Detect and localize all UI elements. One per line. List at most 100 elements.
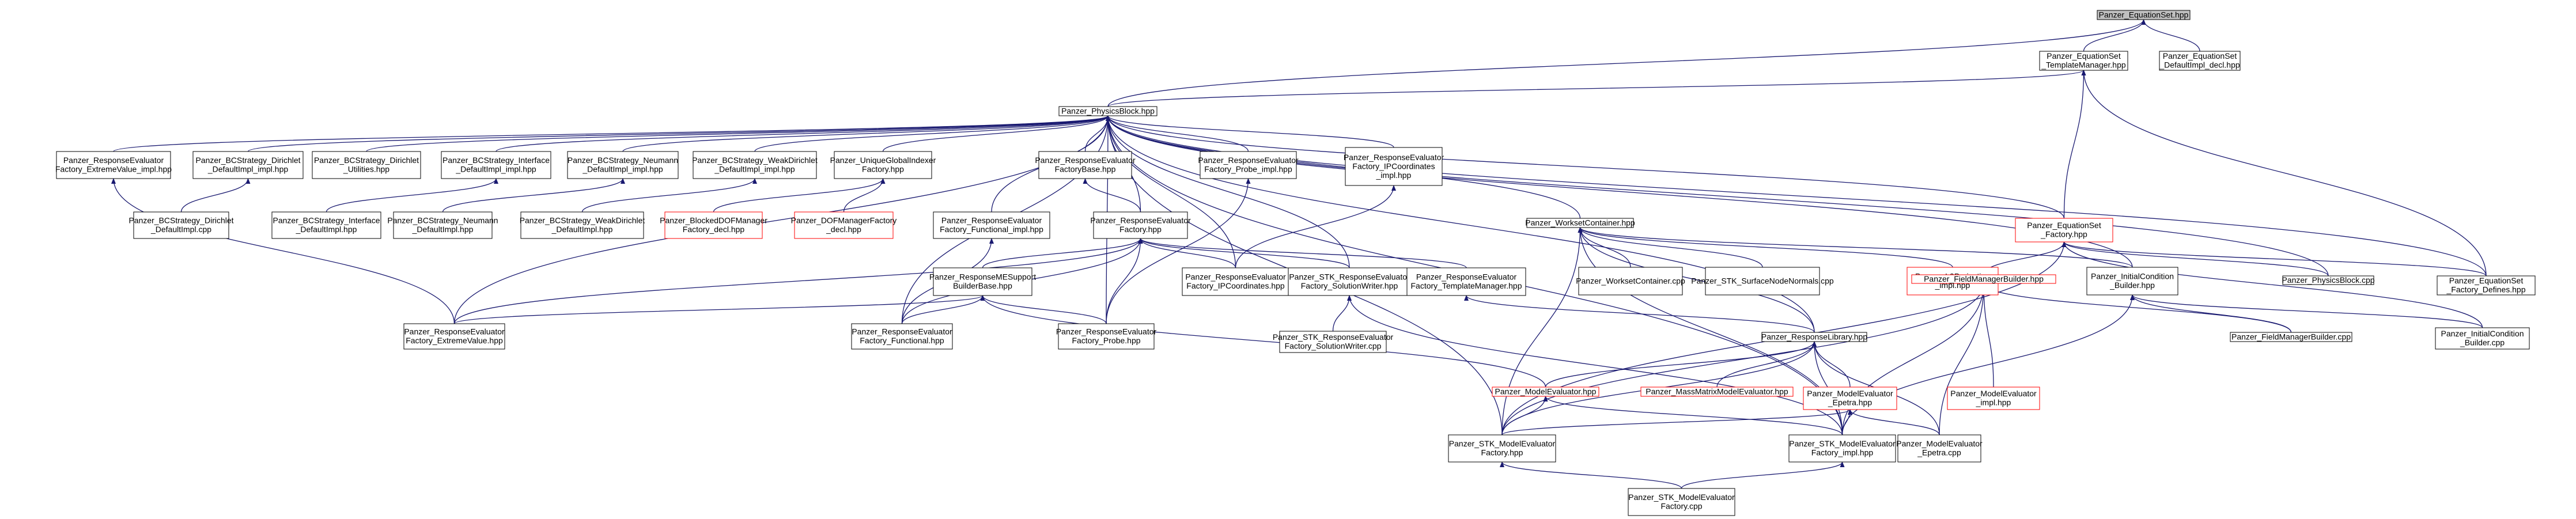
- node-box[interactable]: [1578, 267, 1683, 296]
- graph-node[interactable]: Panzer_ModelEvaluator_Epetra.hpp: [1803, 387, 1897, 410]
- node-box[interactable]: [1288, 267, 1411, 296]
- node-box[interactable]: [664, 211, 763, 239]
- node-box[interactable]: [2437, 275, 2536, 296]
- node-box[interactable]: [834, 151, 932, 179]
- graph-node[interactable]: Panzer_ResponseEvaluatorFactory_Template…: [1406, 267, 1526, 296]
- node-box[interactable]: [1947, 387, 2040, 410]
- graph-node[interactable]: Panzer_BCStrategy_Dirichlet_DefaultImpl.…: [128, 211, 234, 239]
- graph-node[interactable]: Panzer_PhysicsBlock.hpp: [1058, 106, 1158, 116]
- node-box[interactable]: [1093, 211, 1188, 239]
- node-box[interactable]: [1705, 267, 1820, 296]
- node-box[interactable]: [1803, 387, 1897, 410]
- node-box[interactable]: [1761, 332, 1867, 342]
- graph-node[interactable]: Panzer_STK_SurfaceNodeNormals.cpp: [1691, 267, 1834, 296]
- node-box[interactable]: [520, 211, 644, 239]
- node-box[interactable]: [1345, 147, 1443, 186]
- node-box[interactable]: [1492, 387, 1599, 397]
- node-box[interactable]: [1628, 488, 1735, 516]
- node-label: _Epetra.hpp: [1828, 398, 1872, 407]
- node-box[interactable]: [1911, 274, 2056, 284]
- node-box[interactable]: [567, 151, 679, 179]
- graph-node[interactable]: Panzer_WorksetContainer.hpp: [1525, 218, 1635, 228]
- node-box[interactable]: [2015, 218, 2113, 243]
- graph-node[interactable]: Panzer_ResponseEvaluatorFactory_IPCoordi…: [1344, 147, 1444, 186]
- node-box[interactable]: [393, 211, 493, 239]
- graph-node[interactable]: Panzer_DOFManagerFactory_decl.hpp: [791, 211, 897, 239]
- node-box[interactable]: [312, 151, 421, 179]
- graph-node[interactable]: Panzer_WorksetContainer.cpp: [1576, 267, 1685, 296]
- graph-node[interactable]: Panzer_ModelEvaluator_Epetra.cpp: [1896, 434, 1983, 463]
- node-box[interactable]: [192, 151, 304, 179]
- node-box[interactable]: [1058, 323, 1155, 350]
- node-box[interactable]: [56, 151, 171, 179]
- node-box[interactable]: [271, 211, 381, 239]
- graph-node[interactable]: Panzer_BCStrategy_Dirichlet_Utilities.hp…: [312, 151, 421, 179]
- graph-node[interactable]: Panzer_EquationSet_Factory_Defines.hpp: [2437, 275, 2536, 296]
- node-box[interactable]: [2097, 10, 2191, 20]
- node-box[interactable]: [1526, 218, 1634, 228]
- node-box[interactable]: [851, 323, 953, 350]
- graph-node[interactable]: Panzer_STK_ModelEvaluatorFactory_impl.hp…: [1788, 434, 1896, 463]
- node-box[interactable]: [933, 211, 1050, 239]
- node-box[interactable]: [1182, 267, 1289, 296]
- graph-node[interactable]: Panzer_STK_ResponseEvaluatorFactory_Solu…: [1273, 331, 1394, 353]
- node-box[interactable]: [1406, 267, 1526, 296]
- graph-node[interactable]: Panzer_ModelEvaluator.hpp: [1492, 387, 1599, 397]
- node-box[interactable]: [2282, 275, 2374, 285]
- graph-node[interactable]: Panzer_ResponseEvaluatorFactory_IPCoordi…: [1182, 267, 1289, 296]
- node-box[interactable]: [2435, 327, 2530, 350]
- graph-node[interactable]: Panzer_BCStrategy_WeakDirichlet_DefaultI…: [692, 151, 818, 179]
- node-box[interactable]: [2039, 51, 2128, 71]
- graph-node[interactable]: Panzer_PhysicsBlock.cpp: [2282, 275, 2375, 285]
- node-box[interactable]: [794, 211, 894, 239]
- node-box[interactable]: [1640, 387, 1794, 397]
- node-box[interactable]: [441, 151, 551, 179]
- node-box[interactable]: [1448, 434, 1556, 463]
- node-box[interactable]: [2230, 332, 2352, 342]
- graph-node[interactable]: Panzer_ResponseLibrary.hpp: [1761, 332, 1867, 342]
- graph-node[interactable]: Panzer_InitialCondition_Builder.cpp: [2435, 327, 2530, 350]
- graph-node[interactable]: Panzer_STK_ResponseEvaluatorFactory_Solu…: [1288, 267, 1411, 296]
- graph-node[interactable]: Panzer_ResponseEvaluatorFactory_ExtremeV…: [403, 323, 505, 350]
- graph-node[interactable]: Panzer_EquationSet_TemplateManager.hpp: [2039, 51, 2128, 71]
- graph-node[interactable]: Panzer_BCStrategy_Dirichlet_DefaultImpl_…: [192, 151, 304, 179]
- node-box[interactable]: [933, 267, 1032, 296]
- node-box[interactable]: [133, 211, 229, 239]
- graph-node[interactable]: Panzer_BCStrategy_Neumann_DefaultImpl.hp…: [387, 211, 498, 239]
- node-box[interactable]: [403, 323, 505, 350]
- graph-node[interactable]: Panzer_ResponseEvaluatorFactory_Probe_im…: [1198, 151, 1299, 179]
- graph-node[interactable]: Panzer_MassMatrixModelEvaluator.hpp: [1640, 387, 1794, 397]
- graph-node[interactable]: Panzer_EquationSet_DefaultImpl_decl.hpp: [2159, 51, 2241, 71]
- graph-node[interactable]: Panzer_ResponseEvaluatorFactory_Probe.hp…: [1056, 323, 1157, 350]
- graph-node[interactable]: Panzer_InitialCondition_Builder.hpp: [2086, 267, 2178, 296]
- graph-node[interactable]: Panzer_ModelEvaluator_impl.hpp: [1947, 387, 2040, 410]
- graph-node[interactable]: Panzer_ResponseEvaluatorFactory_Function…: [851, 323, 953, 350]
- node-box[interactable]: [1897, 434, 1981, 463]
- graph-node[interactable]: Panzer_BCStrategy_Interface_DefaultImpl_…: [441, 151, 551, 179]
- dependency-edge: [1138, 238, 1236, 268]
- graph-node[interactable]: Panzer_EquationSet.hpp: [2097, 10, 2191, 20]
- node-box[interactable]: [1279, 331, 1387, 353]
- node-box[interactable]: [2086, 267, 2178, 296]
- graph-node[interactable]: Panzer_FieldManagerBuilder.hpp: [1911, 274, 2056, 284]
- graph-node[interactable]: Panzer_ResponseEvaluatorFactory_ExtremeV…: [55, 151, 172, 179]
- graph-node[interactable]: Panzer_ResponseEvaluatorFactory_Function…: [933, 211, 1050, 239]
- node-box[interactable]: [1038, 151, 1132, 179]
- node-box[interactable]: [693, 151, 817, 179]
- node-box[interactable]: [1058, 106, 1158, 116]
- graph-node[interactable]: Panzer_BCStrategy_Interface_DefaultImpl.…: [271, 211, 381, 239]
- node-box[interactable]: [2159, 51, 2241, 71]
- graph-node[interactable]: Panzer_FieldManagerBuilder.cpp: [2230, 332, 2352, 342]
- graph-node[interactable]: Panzer_BCStrategy_Neumann_DefaultImpl_im…: [567, 151, 679, 179]
- node-box[interactable]: [1788, 434, 1896, 463]
- graph-node[interactable]: Panzer_BCStrategy_WeakDirichlet_DefaultI…: [520, 211, 645, 239]
- graph-node[interactable]: Panzer_EquationSet_Factory.hpp: [2015, 218, 2113, 243]
- node-box[interactable]: [1200, 151, 1297, 179]
